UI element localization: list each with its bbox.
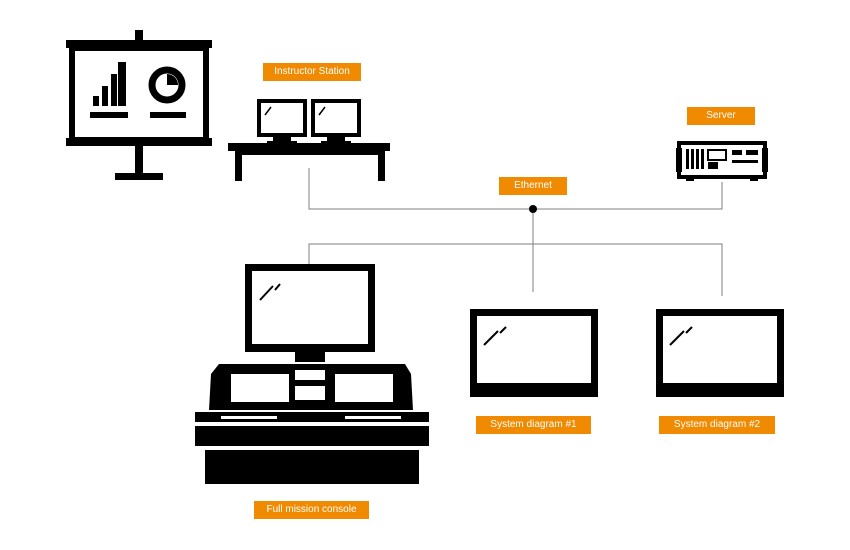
full-mission-console-label: Full mission console (254, 501, 369, 519)
ethernet-junction (529, 205, 537, 213)
instructor-workstation-icon (228, 99, 390, 181)
instructor-station-label: Instructor Station (263, 63, 361, 81)
mission-console-icon (195, 264, 429, 484)
monitor-icon (470, 309, 598, 397)
presentation-board-icon (66, 30, 212, 180)
line-ethernet-branch (308, 243, 723, 296)
server-rack-icon (676, 141, 768, 181)
server-label: Server (687, 107, 755, 125)
system-diagram-2-label: System diagram #2 (659, 416, 775, 434)
monitor-icon (656, 309, 784, 397)
system-diagram-1-label: System diagram #1 (476, 416, 591, 434)
ethernet-label: Ethernet (499, 177, 567, 195)
line-instructor-to-server (308, 168, 723, 210)
